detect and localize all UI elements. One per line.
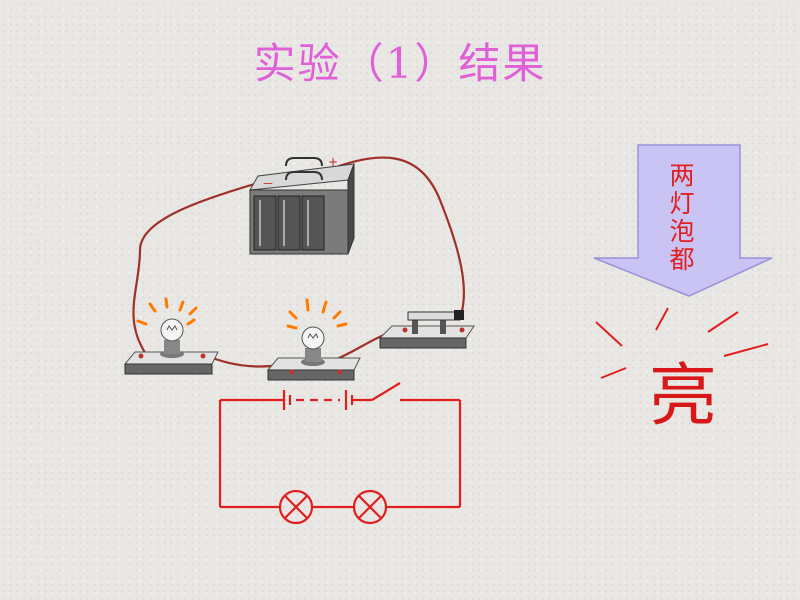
down-arrow-icon <box>593 144 773 297</box>
battery: － + <box>249 155 355 255</box>
battery-minus-label: － <box>262 177 274 191</box>
lamp-symbol-left <box>278 489 314 525</box>
wire-battery-to-left-bulb <box>132 181 259 361</box>
battery-plus-label: + <box>328 155 338 169</box>
arrow-char: 泡 <box>669 217 695 246</box>
arrow-text: 两 灯 泡 都 <box>654 162 710 274</box>
left-bulb-glow-icon <box>136 297 198 326</box>
arrow-char: 两 <box>669 161 695 190</box>
middle-bulb <box>266 298 361 381</box>
left-bulb <box>123 297 219 375</box>
switch-lever <box>371 382 401 401</box>
shine-rays-icon <box>595 307 769 379</box>
circuit-diagram <box>218 382 462 525</box>
result-text: 亮 <box>648 357 717 436</box>
knife-switch <box>378 310 475 349</box>
middle-bulb-glow-icon <box>286 298 348 330</box>
page-title: 实验（1）结果 <box>253 39 547 88</box>
arrow-char: 都 <box>669 245 695 274</box>
lamp-symbol-right <box>352 489 388 525</box>
wire-battery-to-switch <box>327 156 466 319</box>
arrow-char: 灯 <box>669 189 695 218</box>
result-arrow: 两 灯 泡 都 <box>590 144 774 294</box>
